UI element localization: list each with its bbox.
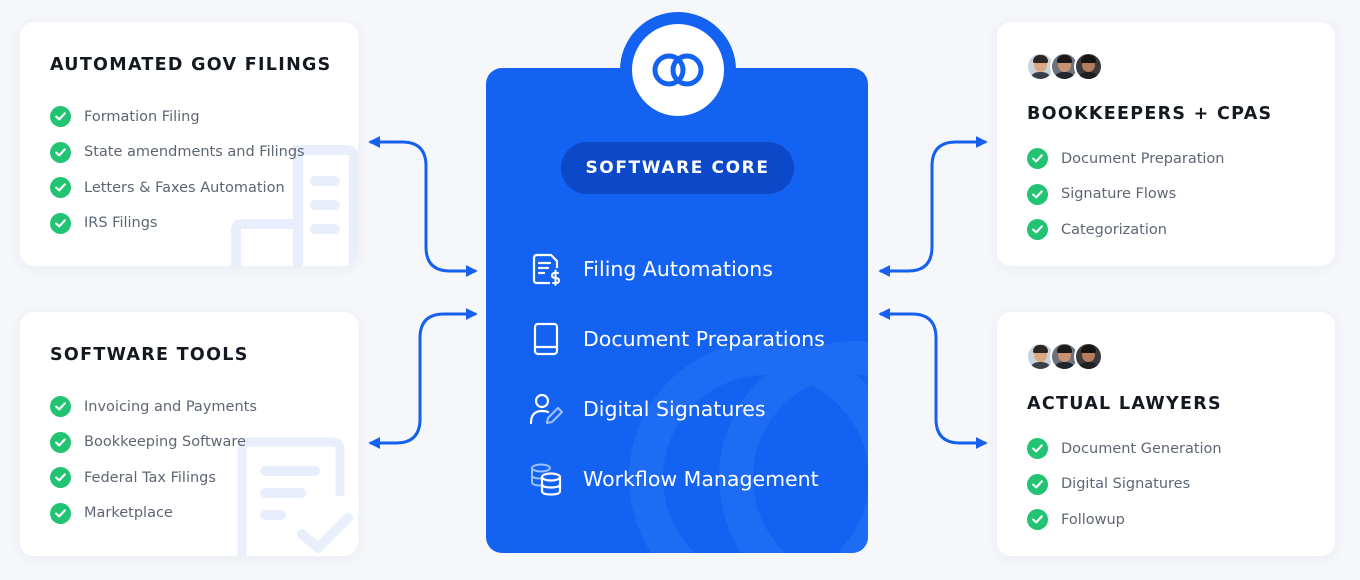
- item-label: Document Generation: [1061, 440, 1222, 457]
- document-dollar-icon: [528, 251, 564, 287]
- list-item: Invoicing and Payments: [50, 389, 257, 425]
- check-circle-icon: [50, 141, 71, 163]
- list-item: Letters & Faxes Automation: [50, 170, 305, 206]
- core-logo-badge: [620, 12, 736, 128]
- check-circle-icon: [50, 177, 71, 199]
- check-circle-icon: [1027, 438, 1048, 460]
- check-circle-icon: [1027, 509, 1048, 531]
- item-label: Signature Flows: [1061, 186, 1177, 203]
- item-label: Bookkeeping Software: [84, 434, 246, 451]
- check-circle-icon: [50, 467, 71, 489]
- item-label: Digital Signatures: [1061, 476, 1191, 493]
- core-item-label: Digital Signatures: [583, 397, 766, 421]
- ring-watermark-icon: [629, 341, 868, 553]
- item-label: Marketplace: [84, 505, 173, 522]
- arrow-software-tools-core: [368, 308, 478, 449]
- item-label: Federal Tax Filings: [84, 469, 216, 486]
- card-bookkeepers-cpas: BOOKKEEPERS + CPAS Document Preparation …: [997, 22, 1335, 266]
- list-item: Signature Flows: [1027, 177, 1225, 213]
- core-item-digital-signatures: Digital Signatures: [528, 374, 825, 444]
- core-item-label: Workflow Management: [583, 467, 819, 491]
- item-label: Formation Filing: [84, 108, 200, 125]
- avatar-group: [1026, 52, 1103, 81]
- list-item: Marketplace: [50, 496, 257, 532]
- avatar-group: [1026, 342, 1103, 371]
- item-label: Followup: [1061, 511, 1125, 528]
- card-software-tools: SOFTWARE TOOLS Invoicing and Payments Bo…: [20, 312, 358, 556]
- check-circle-icon: [50, 431, 71, 453]
- list-item: State amendments and Filings: [50, 135, 305, 171]
- core-item-label: Filing Automations: [583, 257, 773, 281]
- list-item: IRS Filings: [50, 206, 305, 242]
- database-stack-icon: [528, 461, 564, 497]
- software-core-title: SOFTWARE CORE: [561, 142, 794, 194]
- item-label: State amendments and Filings: [84, 144, 305, 161]
- tablet-icon: [528, 321, 564, 357]
- list-item: Formation Filing: [50, 99, 305, 135]
- check-circle-icon: [1027, 219, 1048, 241]
- list-item: Digital Signatures: [1027, 467, 1222, 503]
- item-label: Document Preparation: [1061, 150, 1225, 167]
- check-circle-icon: [50, 396, 71, 418]
- building-watermark-icon: [231, 145, 358, 266]
- item-label: Letters & Faxes Automation: [84, 179, 285, 196]
- person-avatar-icon: [1050, 52, 1079, 81]
- item-label: Invoicing and Payments: [84, 398, 257, 415]
- check-circle-icon: [50, 106, 71, 128]
- card-title: AUTOMATED GOV FILINGS: [50, 55, 332, 75]
- check-circle-icon: [50, 212, 71, 234]
- person-avatar-icon: [1050, 342, 1079, 371]
- person-avatar-icon: [1074, 342, 1103, 371]
- list-item: Document Preparation: [1027, 141, 1225, 177]
- check-circle-icon: [1027, 473, 1048, 495]
- check-circle-icon: [1027, 183, 1048, 205]
- list-item: Bookkeeping Software: [50, 425, 257, 461]
- card-actual-lawyers: ACTUAL LAWYERS Document Generation Digit…: [997, 312, 1335, 556]
- item-label: Categorization: [1061, 221, 1167, 238]
- core-item-workflow-management: Workflow Management: [528, 444, 825, 514]
- user-pen-icon: [528, 391, 564, 427]
- card-title: BOOKKEEPERS + CPAS: [1027, 104, 1273, 124]
- list-item: Followup: [1027, 502, 1222, 538]
- list-item: Categorization: [1027, 212, 1225, 248]
- software-core-panel: SOFTWARE CORE Filing Automations Documen…: [486, 68, 868, 553]
- card-title: SOFTWARE TOOLS: [50, 345, 249, 365]
- core-item-label: Document Preparations: [583, 327, 825, 351]
- double-ring-logo-icon: [652, 53, 704, 87]
- core-item-document-preparations: Document Preparations: [528, 304, 825, 374]
- arrow-lawyers-core: [878, 308, 988, 449]
- item-label: IRS Filings: [84, 215, 158, 232]
- list-item: Federal Tax Filings: [50, 460, 257, 496]
- card-automated-gov-filings: AUTOMATED GOV FILINGS Formation Filing S…: [20, 22, 358, 266]
- core-item-filing-automations: Filing Automations: [528, 234, 825, 304]
- check-circle-icon: [1027, 148, 1048, 170]
- arrow-gov-filings-core: [368, 136, 478, 277]
- card-title: ACTUAL LAWYERS: [1027, 394, 1222, 414]
- checklist-watermark-icon: [237, 437, 353, 556]
- check-circle-icon: [50, 502, 71, 524]
- arrow-bookkeepers-core: [878, 136, 988, 277]
- person-avatar-icon: [1074, 52, 1103, 81]
- list-item: Document Generation: [1027, 431, 1222, 467]
